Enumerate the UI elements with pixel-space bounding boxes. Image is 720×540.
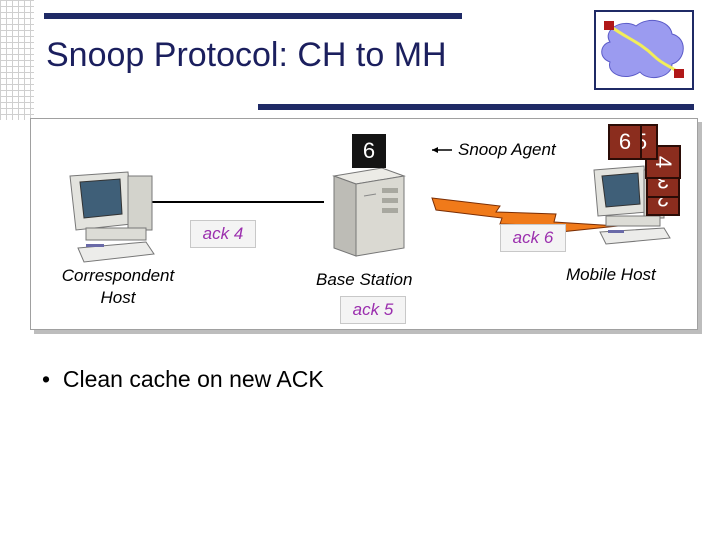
network-logo	[594, 10, 694, 90]
slide-title: Snoop Protocol: CH to MH	[46, 36, 447, 74]
mobile-host-label: Mobile Host	[566, 265, 656, 284]
mid-accent-bar	[258, 104, 694, 110]
base-station-tower	[332, 167, 406, 257]
ack-base: ack 5	[340, 296, 406, 324]
packet-stack: 2 3 4 5 6	[600, 118, 700, 228]
desktop-computer-icon	[69, 171, 155, 263]
buffered-packet: 6	[352, 134, 386, 168]
top-accent-bar	[44, 13, 462, 19]
bullet-text: Clean cache on new ACK	[62, 366, 324, 392]
server-tower-icon	[332, 167, 406, 257]
base-station-label: Base Station	[316, 270, 413, 289]
packet-stack-item: 6	[608, 124, 642, 160]
snoop-agent-label: Snoop Agent	[458, 140, 556, 159]
ack-wired: ack 4	[190, 220, 256, 248]
wireless-link	[431, 197, 619, 233]
correspondent-host-label-line1: Correspondent	[61, 266, 175, 285]
decorative-grid	[0, 0, 34, 120]
correspondent-host-label: Correspondent Host	[52, 265, 184, 309]
bullet-marker: •	[42, 366, 63, 392]
network-cloud-icon	[601, 19, 684, 79]
ack-wireless: ack 6	[500, 224, 566, 252]
correspondent-host-computer	[69, 171, 155, 263]
bullet-item: • Clean cache on new ACK	[42, 366, 324, 393]
correspondent-host-label-line2: Host	[100, 288, 136, 307]
